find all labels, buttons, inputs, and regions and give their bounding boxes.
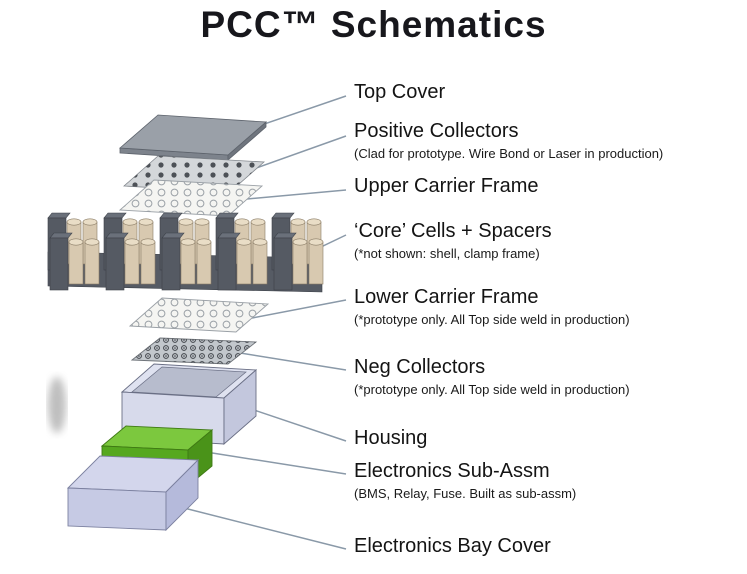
- label-subtext: (Clad for prototype. Wire Bond or Laser …: [354, 146, 664, 161]
- lower-carrier-frame-graphic: [128, 297, 270, 333]
- label-text: ‘Core’ Cells + Spacers: [354, 220, 552, 242]
- leader-line: [183, 507, 347, 550]
- leader-line: [235, 189, 347, 201]
- label-electronics-bay-cover: Electronics Bay Cover: [354, 535, 551, 557]
- upper-carrier-frame-graphic: [118, 179, 264, 217]
- label-text: Housing: [354, 427, 428, 449]
- page-title: PCC™ Schematics: [200, 4, 547, 45]
- label-neg-collectors: Neg Collectors (*prototype only. All Top…: [354, 356, 630, 398]
- shadow-smudge: [48, 377, 66, 433]
- label-subtext: (*prototype only. All Top side weld in p…: [354, 312, 630, 327]
- label-core-cells-spacers: ‘Core’ Cells + Spacers (*not shown: shel…: [354, 220, 552, 262]
- label-positive-collectors: Positive Collectors (Clad for prototype.…: [354, 120, 663, 162]
- label-top-cover: Top Cover: [354, 81, 445, 103]
- label-text: Electronics Bay Cover: [354, 535, 551, 557]
- leader-line: [247, 407, 347, 442]
- leader-line: [233, 351, 347, 371]
- leader-line: [251, 299, 347, 319]
- label-subtext: (*not shown: shell, clamp frame): [354, 246, 540, 261]
- label-housing: Housing: [354, 427, 427, 449]
- neg-collectors-graphic: [130, 337, 258, 365]
- leader-line: [205, 451, 347, 475]
- label-electronics-subassm: Electronics Sub-Assm (BMS, Relay, Fuse. …: [354, 460, 576, 502]
- label-text: Electronics Sub-Assm: [354, 460, 550, 482]
- label-text: Neg Collectors: [354, 356, 486, 378]
- label-subtext: (BMS, Relay, Fuse. Built as sub-assm): [354, 486, 577, 501]
- label-text: Upper Carrier Frame: [354, 175, 539, 197]
- label-text: Lower Carrier Frame: [354, 286, 539, 308]
- label-text: Top Cover: [354, 81, 446, 103]
- label-upper-carrier-frame: Upper Carrier Frame: [354, 175, 538, 197]
- label-text: Positive Collectors: [354, 120, 519, 142]
- label-subtext: (*prototype only. All Top side weld in p…: [354, 382, 630, 397]
- top-cover-graphic: [119, 114, 267, 161]
- electronics-bay-cover-graphic: [66, 455, 200, 532]
- label-lower-carrier-frame: Lower Carrier Frame (*prototype only. Al…: [354, 286, 630, 328]
- core-cells-graphic: [47, 212, 324, 293]
